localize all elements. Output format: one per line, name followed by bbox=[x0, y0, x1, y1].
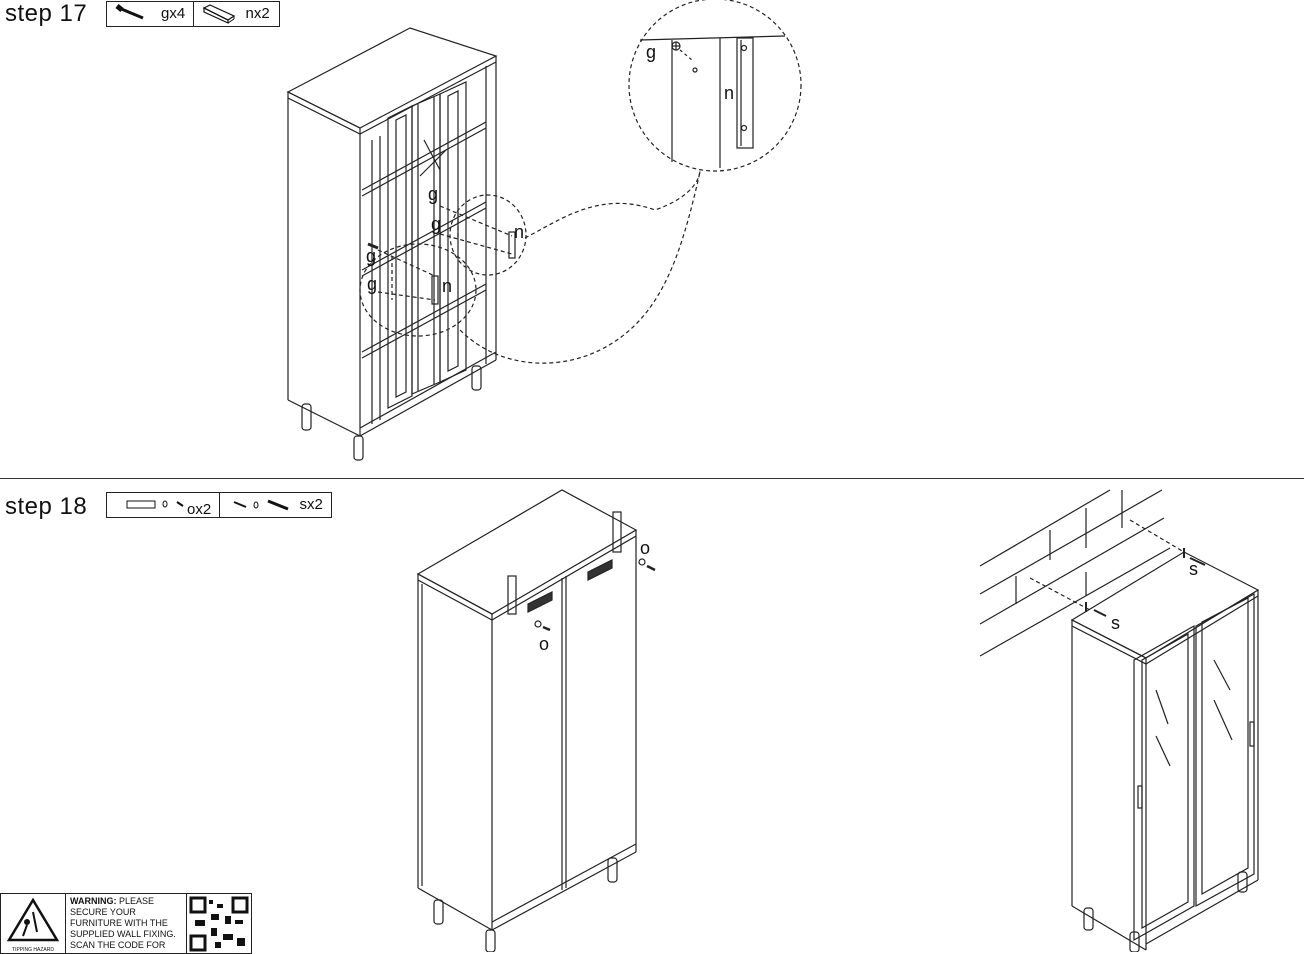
callout-g-3: g bbox=[366, 246, 376, 266]
anchor-screw-icon bbox=[233, 499, 289, 511]
screw-icon bbox=[115, 4, 144, 20]
parts-cell-anchor-screw: sx2 bbox=[220, 493, 332, 517]
warning-heading: WARNING: bbox=[70, 896, 117, 906]
callout-g-1: g bbox=[428, 184, 438, 204]
part-label-n: nx2 bbox=[245, 5, 270, 22]
bracket-icon bbox=[202, 4, 235, 24]
step-18-parts-box: ox2 sx2 bbox=[106, 492, 332, 518]
tipping-hazard-caption: TIPPING HAZARD bbox=[12, 947, 54, 953]
step-17-title: step 17 bbox=[5, 0, 88, 27]
callout-o-1: o bbox=[640, 538, 650, 558]
qr-code-icon[interactable] bbox=[186, 894, 251, 953]
warning-label: TIPPING HAZARD WARNING: PLEASE SECURE YO… bbox=[0, 893, 252, 954]
tipping-hazard-icon: TIPPING HAZARD bbox=[1, 894, 66, 953]
step-divider bbox=[0, 478, 1304, 479]
step-17-parts-box: gx4 nx2 bbox=[106, 1, 280, 27]
step-18-title: step 18 bbox=[5, 493, 88, 520]
part-label-g: gx4 bbox=[161, 5, 186, 22]
callout-g-2: g bbox=[431, 214, 441, 234]
callout-n-2: n bbox=[442, 276, 452, 296]
warning-body: PLEASE SECURE YOUR FURNITURE WITH THE SU… bbox=[70, 896, 176, 950]
part-label-s: sx2 bbox=[299, 496, 323, 513]
callout-n-1: n bbox=[514, 222, 524, 242]
callout-o-2: o bbox=[539, 634, 549, 654]
parts-cell-screw: gx4 bbox=[107, 2, 194, 26]
callout-s-2: s bbox=[1111, 613, 1120, 633]
step18-wall-drawing bbox=[979, 489, 1260, 952]
callout-s-1: s bbox=[1189, 559, 1198, 579]
part-label-o: ox2 bbox=[187, 501, 212, 518]
callout-g-4: g bbox=[367, 274, 377, 294]
warning-text: WARNING: PLEASE SECURE YOUR FURNITURE WI… bbox=[66, 894, 186, 953]
callout-g-zoom: g bbox=[646, 42, 656, 62]
step18-cabinet-drawing bbox=[416, 489, 656, 952]
parts-cell-bracket: nx2 bbox=[194, 2, 280, 26]
wall-strap-icon bbox=[126, 500, 184, 509]
parts-cell-wall-strap: ox2 bbox=[107, 493, 220, 518]
step17-cabinet-drawing bbox=[286, 0, 802, 461]
callout-n-zoom: n bbox=[724, 83, 734, 103]
